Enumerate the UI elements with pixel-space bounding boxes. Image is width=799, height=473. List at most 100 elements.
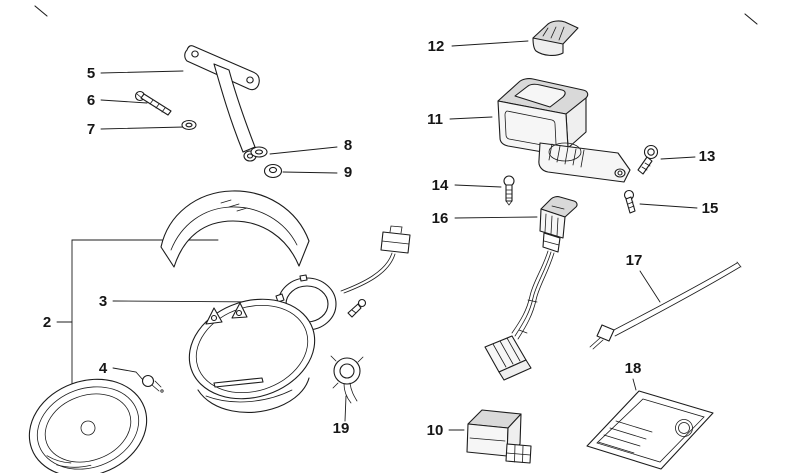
socket-tab (330, 355, 337, 362)
leader-line-4 (112, 367, 144, 381)
bracket-rib (564, 146, 569, 165)
screw-shaft (140, 93, 172, 116)
housing-seam (205, 389, 293, 403)
leader-line-6 (100, 99, 148, 104)
housing-bottom (197, 377, 310, 413)
lens-ring (36, 386, 140, 470)
harness-wire (511, 250, 549, 334)
bracket-tip-hole (246, 153, 254, 159)
callout-8[interactable]: 8 (344, 137, 352, 154)
leader-line-18 (632, 378, 637, 391)
switch-bracket (538, 142, 631, 183)
callout-11[interactable]: 11 (427, 111, 443, 128)
booklet-cover (586, 390, 714, 470)
switch16-rib (556, 217, 559, 237)
leader-line-19 (344, 395, 347, 422)
callout-12[interactable]: 12 (428, 38, 445, 55)
part-position-light-connector (340, 225, 411, 294)
socket-tab (357, 356, 364, 363)
harness-wire (514, 251, 552, 337)
cover-slot (236, 207, 248, 212)
registration-mark-right (744, 13, 758, 25)
ring-tab (299, 274, 308, 282)
booklet-logo (675, 419, 693, 437)
nut-hole (268, 166, 278, 174)
callout-6[interactable]: 6 (87, 92, 95, 109)
plug-divider (506, 337, 521, 362)
callout-4[interactable]: 4 (99, 360, 108, 377)
clip-rib (558, 26, 565, 41)
part-screw-long (134, 90, 172, 116)
strap-tip (736, 261, 742, 268)
housing-rim (188, 298, 316, 400)
callout-13[interactable]: 13 (699, 148, 716, 165)
thread-line (351, 309, 357, 314)
leader-line-14 (454, 184, 502, 188)
ring-tab (275, 293, 285, 303)
bracket-eye-hole (617, 170, 623, 176)
bracket-rib (548, 143, 553, 161)
part-switch-harness (484, 196, 578, 381)
part-screw-14 (503, 175, 515, 206)
callout-14[interactable]: 14 (432, 177, 449, 194)
relay-front (466, 423, 509, 457)
cover-ridge (170, 206, 298, 251)
callout-15[interactable]: 15 (702, 200, 719, 217)
clip-front (532, 37, 564, 56)
clip-rib (542, 27, 549, 37)
switch-rocker (514, 83, 566, 108)
leader-line-11 (449, 116, 493, 120)
socket-wire (343, 383, 352, 404)
socket-wire (349, 382, 358, 402)
thread-line (161, 107, 166, 113)
callout-2[interactable]: 2 (43, 314, 51, 331)
plug-divider (492, 343, 507, 368)
callout-3[interactable]: 3 (99, 293, 107, 310)
part-headlight-housing (188, 298, 316, 413)
bulb-base (154, 380, 162, 388)
screw-shaft (625, 196, 636, 214)
lens-flute (46, 455, 72, 464)
bracket-rib (556, 145, 561, 163)
booklet-logo-inner (678, 422, 690, 434)
callout-9[interactable]: 9 (344, 164, 352, 181)
housing-ear-hole (235, 309, 243, 317)
callout-17[interactable]: 17 (626, 252, 643, 269)
lens-ring (44, 393, 132, 463)
washer-hole (254, 149, 264, 155)
callout-19[interactable]: 19 (333, 420, 350, 437)
booklet-text-line (609, 427, 647, 440)
callout-18[interactable]: 18 (625, 360, 642, 377)
leader-line-7 (100, 126, 185, 130)
bracket-rib (580, 149, 585, 168)
thread-line (644, 162, 651, 167)
lens-flute (56, 464, 92, 468)
part-lens (28, 378, 148, 473)
socket-inner (339, 363, 355, 379)
relay-groove (469, 437, 506, 442)
screw-shaft (637, 156, 653, 175)
callout-7[interactable]: 7 (87, 121, 95, 138)
plug-divider (499, 340, 514, 365)
callout-5[interactable]: 5 (87, 65, 95, 82)
relay-connector (505, 443, 532, 464)
lens-center (80, 420, 96, 436)
bracket-rib (572, 148, 577, 166)
bulb-base (151, 384, 160, 392)
ring-screw-shaft (347, 303, 362, 318)
switch16-rib (550, 215, 553, 235)
washer-hole (185, 122, 193, 128)
switch16-connector-line (543, 240, 560, 246)
thread-line (628, 205, 635, 209)
callout-16[interactable]: 16 (432, 210, 449, 227)
bulb-contact (160, 389, 164, 393)
bulb-glass (141, 374, 155, 388)
leader-line-12 (451, 40, 529, 47)
thread-line (149, 99, 154, 105)
part-washer-7 (181, 119, 197, 131)
callout-10[interactable]: 10 (427, 422, 444, 439)
harness-wire (517, 252, 555, 340)
switch16-connector (542, 232, 561, 253)
part-switch-housing (497, 78, 631, 183)
